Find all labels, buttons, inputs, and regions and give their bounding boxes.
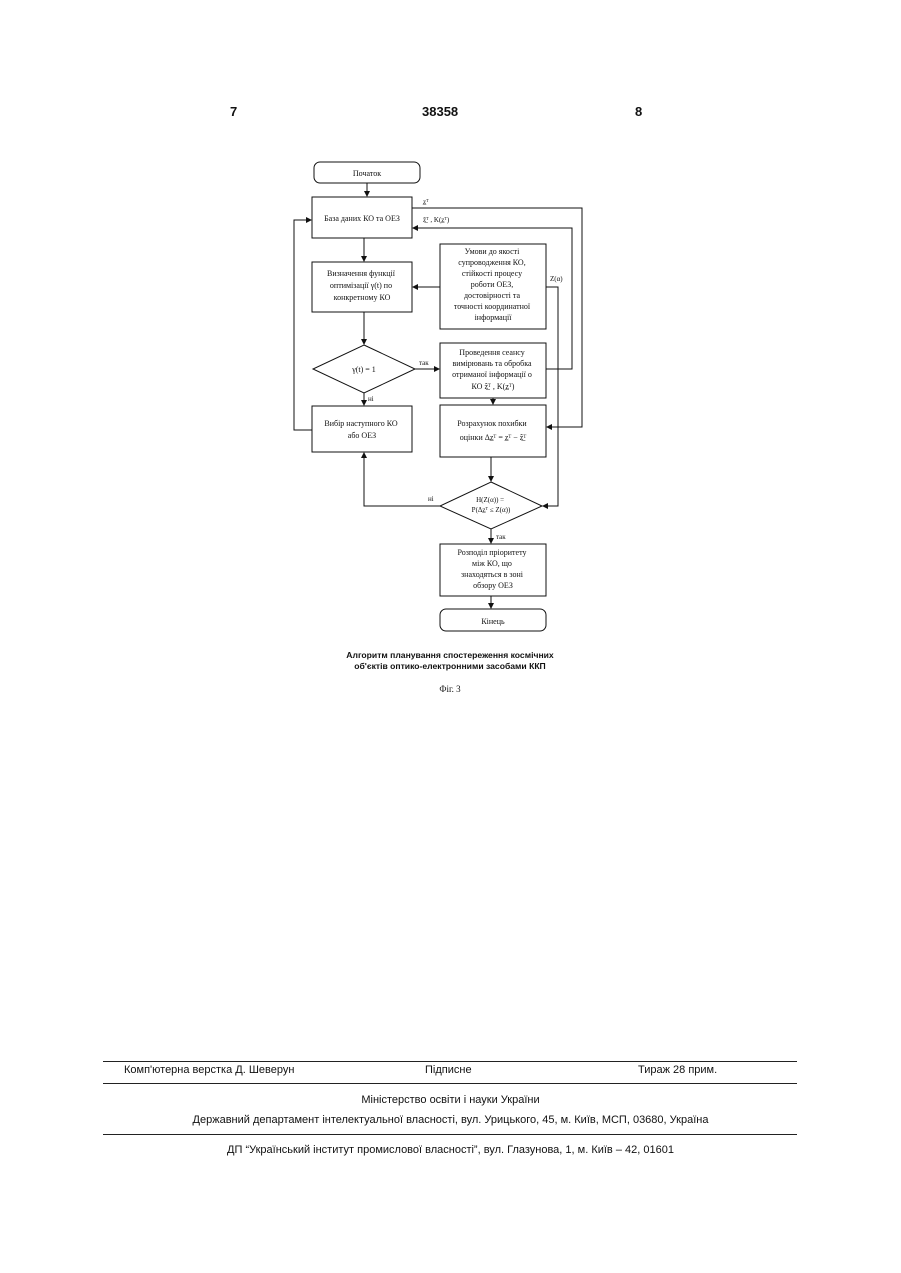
optimization-line-1: Визначення функції <box>327 269 396 278</box>
footer-ministry: Міністерство освіти і науки України <box>0 1094 901 1106</box>
yes-label-2: так <box>496 533 506 541</box>
yes-label-1: так <box>419 359 429 367</box>
figure-label: Фіг. 3 <box>282 684 618 694</box>
database-label: База даних КО та ОЕЗ <box>324 214 400 223</box>
z-alpha-label: Z(α) <box>550 275 563 283</box>
next-object-box <box>312 406 412 452</box>
error-box <box>440 405 546 457</box>
no-label-1: ні <box>368 395 374 403</box>
footer-rule-top <box>103 1061 797 1062</box>
optimization-line-2: оптимізації γ(t) по <box>330 281 392 290</box>
next-object-text: Вибір наступного КО або ОЕЗ <box>324 419 399 440</box>
error-line-2: оцінки Δz̲ᵀ = z̲ᵀ − ẑ̲ᵀ <box>460 433 527 442</box>
measurement-line-2: вимірювань та обробка <box>452 359 532 368</box>
optimization-line-3: конкретному КО <box>334 293 391 302</box>
decision-label: γ(t) = 1 <box>351 365 376 374</box>
start-label: Початок <box>353 169 381 178</box>
conditions-line-4: роботи ОЕЗ, <box>471 280 514 289</box>
error-line-1: Розрахунок похибки <box>457 419 527 428</box>
conditions-line-7: інформації <box>475 313 513 322</box>
priority-line-3: знаходяться в зоні <box>461 570 524 579</box>
optimization-text: Визначення функції оптимізації γ(t) по к… <box>327 269 397 302</box>
probability-line-1: H(Z(α)) = <box>476 496 504 504</box>
footer-department: Державний департамент інтелектуальної вл… <box>0 1114 901 1126</box>
no-label-2: ні <box>428 495 434 503</box>
measurement-line-3: отриманої інформації о <box>452 370 532 379</box>
page-number-left: 7 <box>230 104 237 119</box>
measurement-text: Проведення сеансу вимірювань та обробка … <box>452 348 534 391</box>
conditions-line-6: точності координатної <box>454 302 531 311</box>
probability-line-2: P(Δz̲ᵀ ≤ Z(α)) <box>472 506 511 514</box>
next-object-line-2: або ОЕЗ <box>348 431 376 440</box>
flowchart-figure: Початок База даних КО та ОЕЗ z̲ᵀ ẑ̲ᵀ , K… <box>282 150 600 710</box>
footer-rule-middle <box>103 1083 797 1084</box>
page-number-right: 8 <box>635 104 642 119</box>
priority-line-2: між КО, що <box>472 559 512 568</box>
conditions-line-1: Умови до якості <box>465 247 521 256</box>
footer-signed: Підписне <box>425 1064 472 1076</box>
flowchart-diagram: Початок База даних КО та ОЕЗ z̲ᵀ ẑ̲ᵀ , K… <box>282 150 600 650</box>
error-text: Розрахунок похибки оцінки Δz̲ᵀ = z̲ᵀ − ẑ… <box>457 419 528 442</box>
priority-text: Розподіл пріоритету між КО, що знаходять… <box>458 548 529 590</box>
measurement-line-1: Проведення сеансу <box>459 348 524 357</box>
patent-number: 38358 <box>422 104 458 119</box>
next-object-line-1: Вибір наступного КО <box>324 419 397 428</box>
footer-rule-bottom <box>103 1134 797 1135</box>
footer-institute: ДП “Український інститут промислової вла… <box>0 1144 901 1156</box>
probability-text: H(Z(α)) = P(Δz̲ᵀ ≤ Z(α)) <box>472 496 511 514</box>
signal-z-label: z̲ᵀ <box>423 198 430 206</box>
caption-line-1: Алгоритм планування спостереження косміч… <box>282 650 618 661</box>
figure-caption: Алгоритм планування спостереження косміч… <box>282 650 618 672</box>
footer-layout: Комп'ютерна верстка Д. Шеверун <box>124 1064 294 1076</box>
caption-line-2: об'єктів оптико-електронними засобами КК… <box>282 661 618 672</box>
end-label: Кінець <box>481 617 505 626</box>
conditions-text: Умови до якості супроводження КО, стійко… <box>454 247 532 322</box>
priority-line-4: обзору ОЕЗ <box>473 581 513 590</box>
footer-circulation: Тираж 28 прим. <box>638 1064 717 1076</box>
measurement-line-4: КО ẑ̲ᵀ , K(z̲ᵀ) <box>472 382 515 391</box>
conditions-line-3: стійкості процесу <box>462 269 522 278</box>
conditions-line-2: супроводження КО, <box>458 258 525 267</box>
priority-line-1: Розподіл пріоритету <box>458 548 527 557</box>
conditions-line-5: достовірності та <box>464 291 521 300</box>
signal-zk-label: ẑ̲ᵀ , K(z̲ᵀ) <box>423 216 450 224</box>
